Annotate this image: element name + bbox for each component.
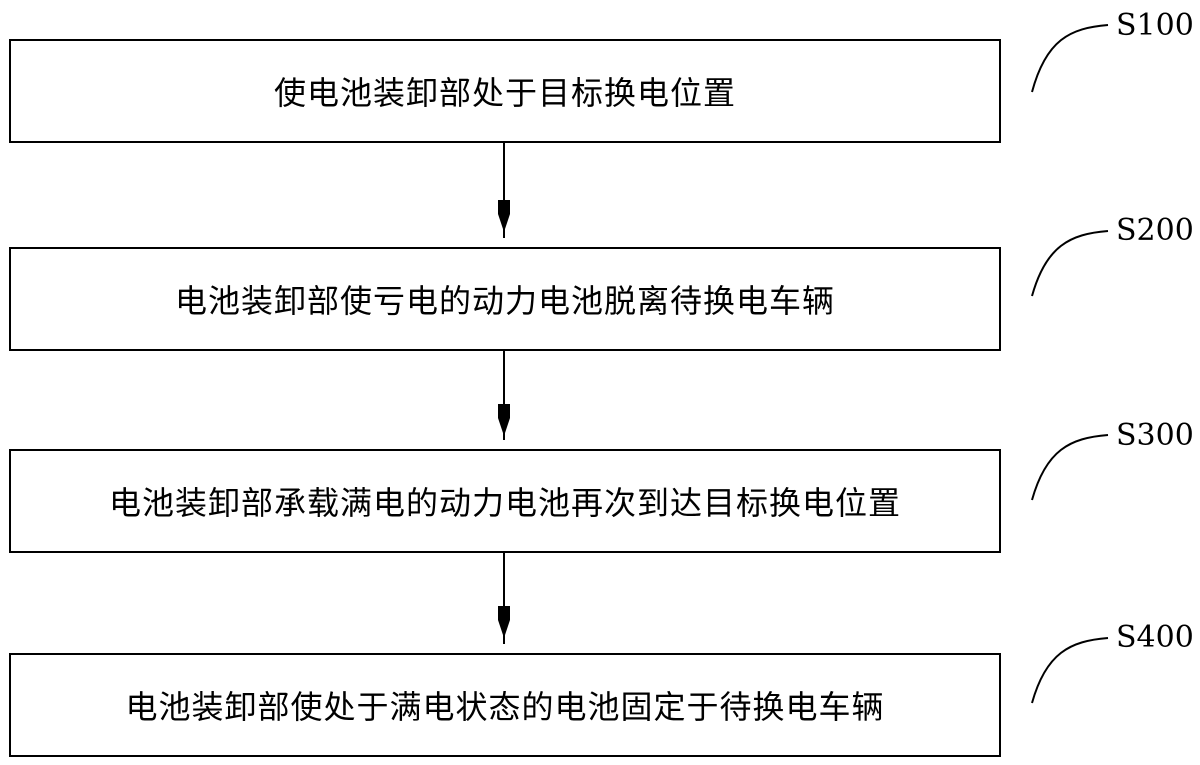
leader-line-s300 bbox=[1031, 434, 1109, 501]
leader-line-s100 bbox=[1031, 24, 1109, 93]
arrow-s200-to-s300 bbox=[498, 351, 510, 440]
step-box-s100: 使电池装卸部处于目标换电位置 bbox=[9, 39, 1001, 143]
step-text-s200: 电池装卸部使亏电的动力电池脱离待换电车辆 bbox=[174, 282, 835, 320]
step-label-s200: S200 bbox=[1116, 213, 1194, 248]
arrow-s300-to-s400 bbox=[498, 553, 510, 644]
leader-line-s400 bbox=[1031, 637, 1109, 704]
step-text-s400: 电池装卸部使处于满电状态的电池固定于待换电车辆 bbox=[125, 688, 885, 726]
step-text-s300: 电池装卸部承载满电的动力电池再次到达目标换电位置 bbox=[108, 484, 901, 522]
step-text-s100: 使电池装卸部处于目标换电位置 bbox=[273, 74, 736, 112]
step-box-s400: 电池装卸部使处于满电状态的电池固定于待换电车辆 bbox=[9, 653, 1001, 757]
step-label-s400: S400 bbox=[1116, 620, 1194, 655]
step-label-s300: S300 bbox=[1116, 418, 1194, 453]
step-box-s200: 电池装卸部使亏电的动力电池脱离待换电车辆 bbox=[9, 247, 1001, 351]
arrow-s100-to-s200 bbox=[498, 143, 510, 238]
step-box-s300: 电池装卸部承载满电的动力电池再次到达目标换电位置 bbox=[9, 449, 1001, 553]
leader-line-s200 bbox=[1031, 230, 1109, 297]
step-label-s100: S100 bbox=[1116, 8, 1194, 43]
